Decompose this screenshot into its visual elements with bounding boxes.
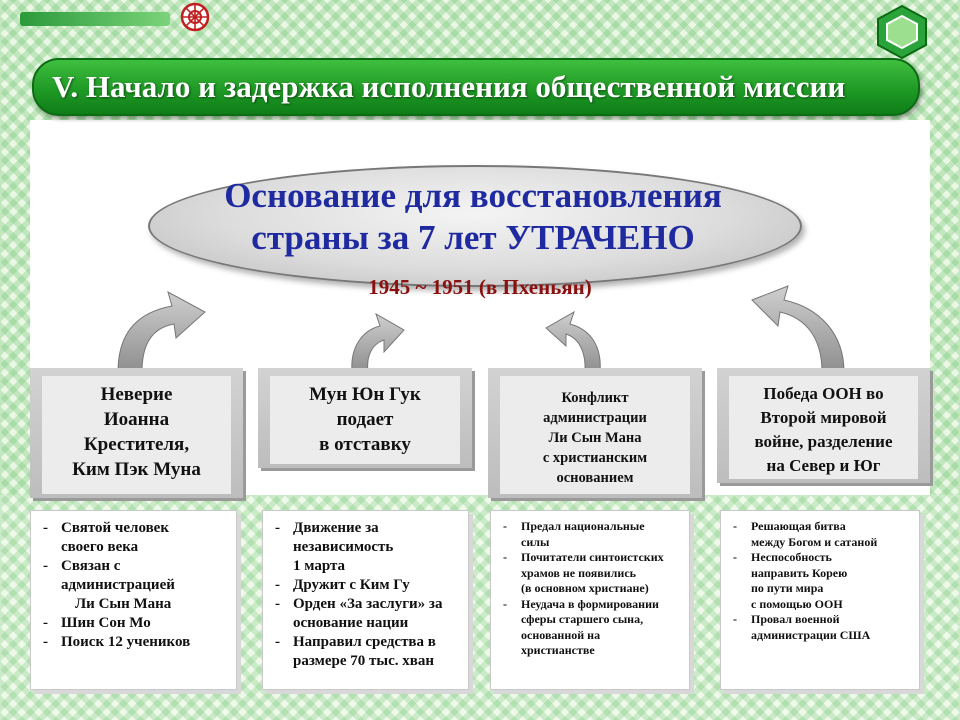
- arrow-2-icon: [351, 312, 405, 373]
- cause-box-3: Конфликт администрации Ли Сын Мана с хри…: [488, 368, 702, 498]
- list-item: - Святой человек своего века: [43, 519, 230, 557]
- cause-1-line: Иоанна: [103, 409, 170, 430]
- cause-4-line: на Север и Юг: [766, 456, 881, 475]
- list-item-text: направить Корею: [751, 565, 848, 580]
- cause-box-1: Неверие Иоанна Крестителя, Ким Пэк Муна: [30, 368, 243, 498]
- cause-3-line: администрации: [543, 410, 647, 426]
- list-item-text: храмов не появились: [521, 565, 637, 580]
- detail-box-2: - Движение за независимость 1 марта - Др…: [262, 510, 469, 690]
- arrow-1-icon: [117, 290, 206, 373]
- list-item-text: администрацией: [61, 577, 175, 593]
- cause-3-line: Конфликт: [561, 390, 629, 406]
- years-label: 1945 ~ 1951 (в Пхеньян): [368, 275, 592, 299]
- list-item-text: Шин Сон Мо: [61, 615, 151, 631]
- list-item-text: своего века: [61, 539, 139, 555]
- arrow-3-icon: [545, 310, 601, 373]
- list-item-text: Неспособность: [751, 550, 832, 564]
- page-title: V. Начало и задержка исполнения обществе…: [52, 69, 846, 104]
- list-item-text: Дружит с Ким Гу: [293, 577, 410, 593]
- detail-box-1: - Святой человек своего века - Связан с …: [30, 510, 237, 690]
- list-item-text: Поиск 12 учеников: [61, 634, 191, 650]
- list-item: - Движение за независимость 1 марта: [275, 519, 462, 576]
- list-item-text: с помощью ООН: [751, 596, 843, 611]
- emblem-icon: [180, 2, 210, 32]
- main-statement-line2: страны за 7 лет УТРАЧЕНО: [251, 218, 695, 257]
- cause-box-4: Победа ООН во Второй мировой войне, разд…: [717, 368, 930, 483]
- list-item: - Орден «За заслуги» за основание нации: [275, 595, 462, 633]
- list-item-text: Направил средства в: [293, 634, 436, 650]
- cause-1-line: Крестителя,: [83, 434, 190, 455]
- list-item: - Поиск 12 учеников: [43, 633, 230, 652]
- cause-2-line: в отставку: [319, 434, 411, 455]
- cause-1-line: Неверие: [100, 384, 173, 405]
- list-item: - Предал национальные силы: [503, 519, 683, 550]
- detail-box-3: - Предал национальные силы - Почитатели …: [490, 510, 690, 690]
- list-item: - Шин Сон Мо: [43, 614, 230, 633]
- list-item: - Дружит с Ким Гу: [275, 576, 462, 595]
- list-item: - Неудача в формировании сферы старшего …: [503, 597, 683, 659]
- list-item-text: Предал национальные: [521, 519, 645, 533]
- list-item-text: Почитатели синтоистских: [521, 550, 664, 564]
- list-item-text: (в основном христиане): [521, 581, 649, 595]
- list-item: - Провал военной администрации США: [733, 612, 913, 643]
- cause-2-line: подает: [336, 409, 394, 430]
- list-item-text: Решающая битва: [751, 519, 846, 533]
- cause-1-line: Ким Пэк Муна: [72, 459, 201, 480]
- list-item-text: Орден «За заслуги» за: [293, 596, 443, 612]
- list-item-text: Провал военной: [751, 612, 840, 626]
- list-item: - Почитатели синтоистских храмов не появ…: [503, 550, 683, 597]
- cause-3-line: основанием: [556, 470, 634, 486]
- cause-3-line: Ли Сын Мана: [548, 430, 642, 446]
- hexagon-decor-icon: [877, 4, 927, 60]
- list-item-text: между Богом и сатаной: [751, 534, 878, 549]
- arrow-4-icon: [751, 285, 845, 373]
- cause-3-line: с христианским: [542, 450, 648, 466]
- main-ellipse: [148, 165, 802, 287]
- list-item-text: независимость: [293, 539, 394, 555]
- list-item-text: основанной на: [521, 627, 601, 642]
- list-item: - Решающая битва между Богом и сатаной: [733, 519, 913, 550]
- top-decor-strip: [20, 12, 170, 26]
- list-item: - Неспособность направить Корею по пути …: [733, 550, 913, 612]
- list-item-text: силы: [521, 534, 550, 549]
- list-item-text: Связан с: [61, 558, 121, 574]
- detail-box-4: - Решающая битва между Богом и сатаной -…: [720, 510, 920, 690]
- list-item-text: по пути мира: [751, 581, 824, 595]
- list-item-text: размере 70 тыс. хван: [293, 653, 435, 669]
- cause-box-2: Мун Юн Гук подает в отставку: [258, 368, 472, 468]
- list-item-text: христианстве: [521, 643, 595, 657]
- title-bar: V. Начало и задержка исполнения обществе…: [32, 58, 920, 116]
- list-item-text: администрации США: [751, 627, 871, 642]
- list-item-text: основание нации: [293, 615, 409, 631]
- list-item-text: Неудача в формировании: [521, 596, 659, 611]
- list-item: - Связан с администрацией Ли Сын Мана: [43, 557, 230, 614]
- list-item-text: Ли Сын Мана: [75, 596, 172, 612]
- list-item-text: Движение за: [293, 520, 379, 536]
- list-item-text: сферы старшего сына,: [521, 612, 644, 626]
- main-statement-line1: Основание для восстановления: [224, 176, 722, 215]
- list-item-text: Святой человек: [61, 520, 169, 536]
- cause-4-line: Победа ООН во: [763, 384, 884, 403]
- list-item-text: 1 марта: [293, 558, 346, 574]
- cause-2-line: Мун Юн Гук: [309, 384, 421, 405]
- cause-4-line: войне, разделение: [754, 432, 893, 451]
- list-item: - Направил средства в размере 70 тыс. хв…: [275, 633, 462, 671]
- cause-4-line: Второй мировой: [760, 408, 887, 427]
